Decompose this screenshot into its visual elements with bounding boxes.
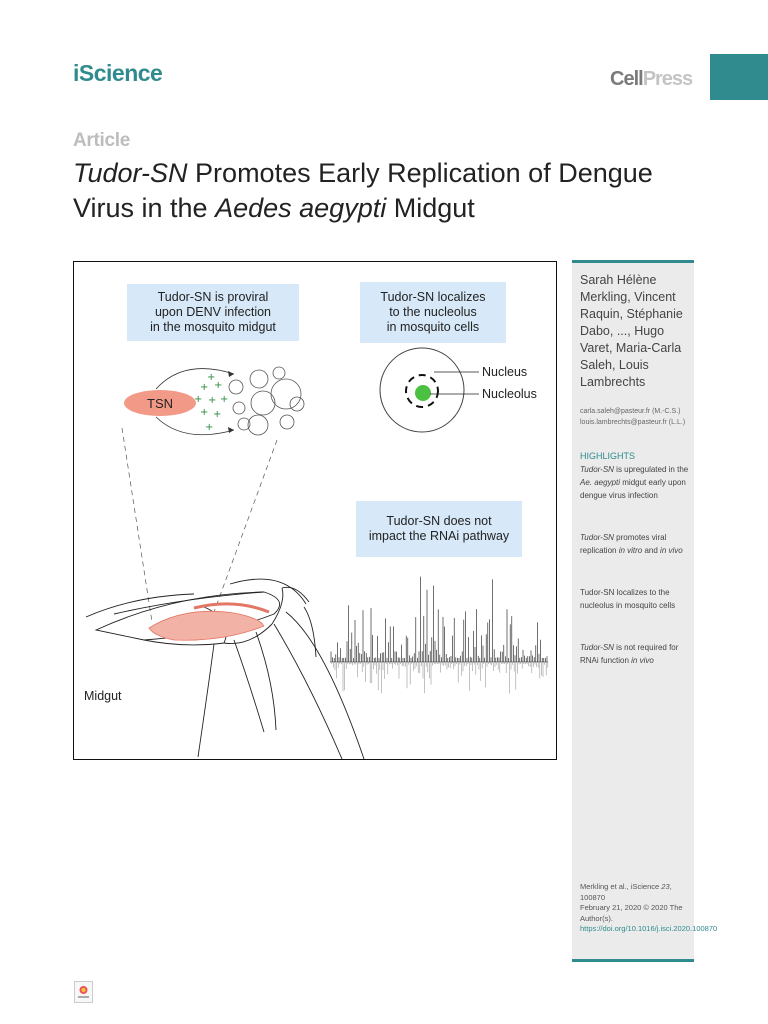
journal-logo: iScience (73, 60, 163, 86)
citation-block: Merkling et al., iScience 23, 100870 Feb… (580, 882, 718, 935)
citation-article-number: , 100870 (580, 882, 672, 902)
highlight-2-text-2: and (642, 546, 661, 555)
citation-authors: Merkling et al., iScience (580, 882, 662, 891)
publisher-logo: CellPress (610, 68, 693, 91)
svg-text:+: + (194, 394, 202, 405)
mosquito-sketch (85, 578, 365, 759)
midgut-highlight (148, 610, 265, 641)
highlight-2-gene: Tudor-SN (580, 533, 614, 542)
teal-corner-tab (710, 54, 768, 100)
citation-date: February 21, 2020 © 2020 The Author(s). (580, 903, 683, 923)
ga-box-nucleolus-line-1: Tudor-SN localizes (380, 290, 486, 304)
title-text-2: Midgut (386, 193, 475, 223)
email-lambrechts[interactable]: louis.lambrechts@pasteur.fr (L.L.) (580, 419, 686, 426)
svg-text:+: + (213, 409, 221, 420)
highlight-1-text: is upregulated in the (613, 465, 689, 474)
svg-text:+: + (220, 394, 228, 405)
plus-signs-icon: +++ +++ +++ (194, 372, 228, 433)
zoom-line-right (205, 439, 278, 635)
publisher-logo-cell: Cell (610, 68, 644, 90)
highlight-1-species: Ae. aegypti (580, 478, 621, 487)
svg-text:+: + (207, 372, 215, 383)
nucleolus-icon (415, 385, 431, 401)
tsn-ellipse (124, 390, 196, 416)
contact-emails: carla.saleh@pasteur.fr (M.-C.S.) louis.l… (580, 406, 690, 428)
arrow-lower (155, 416, 235, 436)
title-text-1: Promotes Early Replication of Dengue Vir… (73, 158, 653, 223)
publisher-logo-press: Press (642, 68, 693, 90)
midgut-tube (193, 602, 270, 614)
highlight-item: Tudor-SN promotes viral replication in v… (580, 531, 690, 557)
ga-box-nucleolus-line-2: to the nucleolus (389, 305, 477, 319)
ga-box-proviral-line-2: upon DENV infection (154, 305, 272, 319)
highlight-4-invivo: in vivo (631, 656, 654, 665)
highlight-2-invivo: in vivo (660, 546, 683, 555)
tsn-label: TSN (147, 396, 173, 411)
highlight-4-text: is not required for RNAi function (580, 643, 679, 665)
virus-particles-icon (228, 366, 305, 436)
highlight-2-invitro: in vitro (618, 546, 643, 555)
arrow-upper (155, 368, 235, 390)
highlight-4-gene: Tudor-SN (580, 643, 614, 652)
arrow-lower-head-icon (228, 427, 234, 433)
cell-outline (379, 347, 465, 433)
highlight-item: Tudor-SN is not required for RNAi functi… (580, 641, 690, 667)
svg-text:+: + (208, 395, 216, 406)
midgut-label: Midgut (84, 689, 122, 703)
author-list: Sarah Hélène Merkling, Vincent Raquin, S… (580, 273, 683, 389)
svg-text:+: + (205, 422, 213, 433)
citation-volume: 23 (661, 882, 670, 891)
svg-text:+: + (214, 380, 222, 391)
highlight-3-text: Tudor-SN localizes to the nucleolus in m… (580, 588, 676, 610)
highlight-1-text-2: midgut early upon dengue virus infection (580, 478, 686, 500)
title-gene: Tudor-SN (73, 158, 188, 188)
nucleus-label: Nucleus (482, 365, 527, 379)
svg-text:+: + (200, 382, 208, 393)
article-type-label: Article (73, 130, 131, 151)
ga-box-proviral-line-3: in the mosquito midgut (150, 320, 276, 334)
highlight-item: Tudor-SN localizes to the nucleolus in m… (580, 586, 690, 612)
ga-box-nucleolus-line-3: in mosquito cells (386, 320, 480, 334)
check-for-updates-icon[interactable] (74, 981, 93, 1003)
small-rna-profile-plot (330, 576, 549, 694)
ga-box-proviral-line-1: Tudor-SN is proviral (157, 290, 269, 304)
nucleus-icon (405, 374, 439, 408)
highlights-heading: HIGHLIGHTS (580, 451, 636, 461)
zoom-line-left (121, 427, 153, 623)
title-species: Aedes aegypti (215, 193, 387, 223)
sidebar (572, 260, 694, 962)
highlight-1-gene: Tudor-SN (580, 465, 614, 474)
highlight-item: Tudor-SN is upregulated in the Ae. aegyp… (580, 463, 690, 502)
highlight-2-text: promotes viral replication (580, 533, 667, 555)
nucleolus-label: Nucleolus (482, 387, 537, 401)
ga-illustration: TSN +++ +++ +++ Nucleus Nucleolus (84, 347, 549, 759)
article-title: Tudor-SN Promotes Early Replication of D… (73, 156, 713, 226)
citation-reference: Merkling et al., iScience 23, 100870 (580, 882, 690, 903)
email-saleh[interactable]: carla.saleh@pasteur.fr (M.-C.S.) (580, 408, 681, 415)
doi-link[interactable]: https://doi.org/10.1016/j.isci.2020.1008… (580, 924, 718, 933)
svg-text:+: + (200, 407, 208, 418)
ga-box-rnai-line-1: Tudor-SN does not (386, 514, 492, 528)
arrow-upper-head-icon (228, 371, 234, 377)
ga-box-rnai-line-2: impact the RNAi pathway (368, 529, 510, 543)
